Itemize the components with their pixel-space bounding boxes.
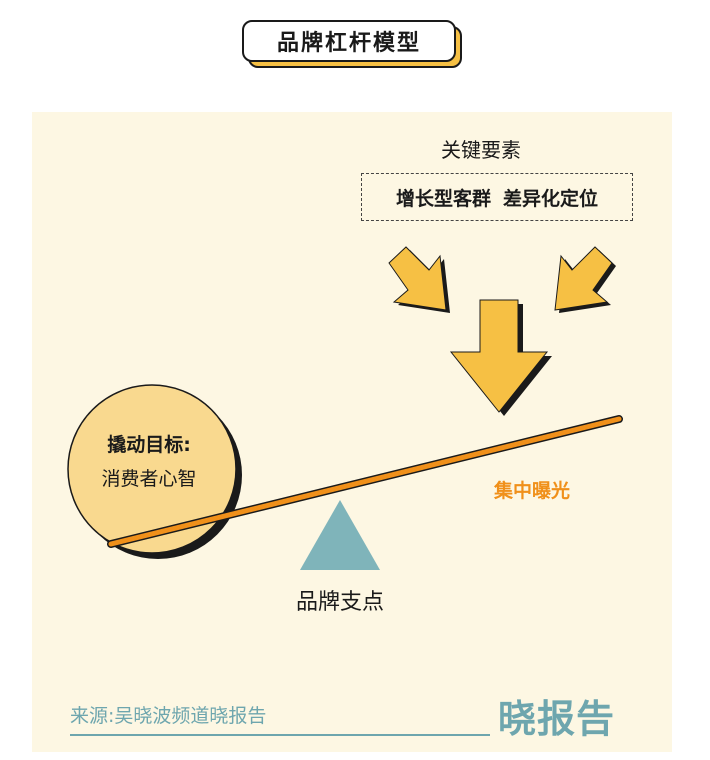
key-element-growth-segment: 增长型客群: [395, 187, 491, 210]
page-title: 品牌杠杆模型: [242, 20, 456, 62]
target-circle: [67, 384, 237, 554]
key-elements-box: 增长型客群 差异化定位: [361, 173, 633, 221]
arrow-right-diagonal-icon: [554, 246, 616, 313]
key-element-differentiation: 差异化定位: [503, 187, 599, 210]
target-label-line1: 撬动目标:: [107, 434, 191, 456]
brand-logo: 晓报告: [498, 697, 616, 741]
target-label-line2: 消费者心智: [101, 468, 197, 490]
fulcrum-triangle: [300, 500, 380, 570]
arrow-down-icon: [449, 299, 552, 416]
fulcrum-label: 品牌支点: [295, 590, 384, 615]
target-label: 撬动目标: 消费者心智: [74, 428, 224, 496]
title-badge: 品牌杠杆模型: [242, 20, 466, 70]
focus-exposure-label: 集中曝光: [494, 480, 571, 502]
key-elements-heading: 关键要素: [441, 138, 521, 162]
source-text: 来源:吴晓波频道晓报告: [70, 705, 267, 727]
lever-beam: [108, 416, 622, 547]
source-underline: [70, 734, 490, 736]
arrow-left-diagonal-icon: [388, 246, 450, 313]
